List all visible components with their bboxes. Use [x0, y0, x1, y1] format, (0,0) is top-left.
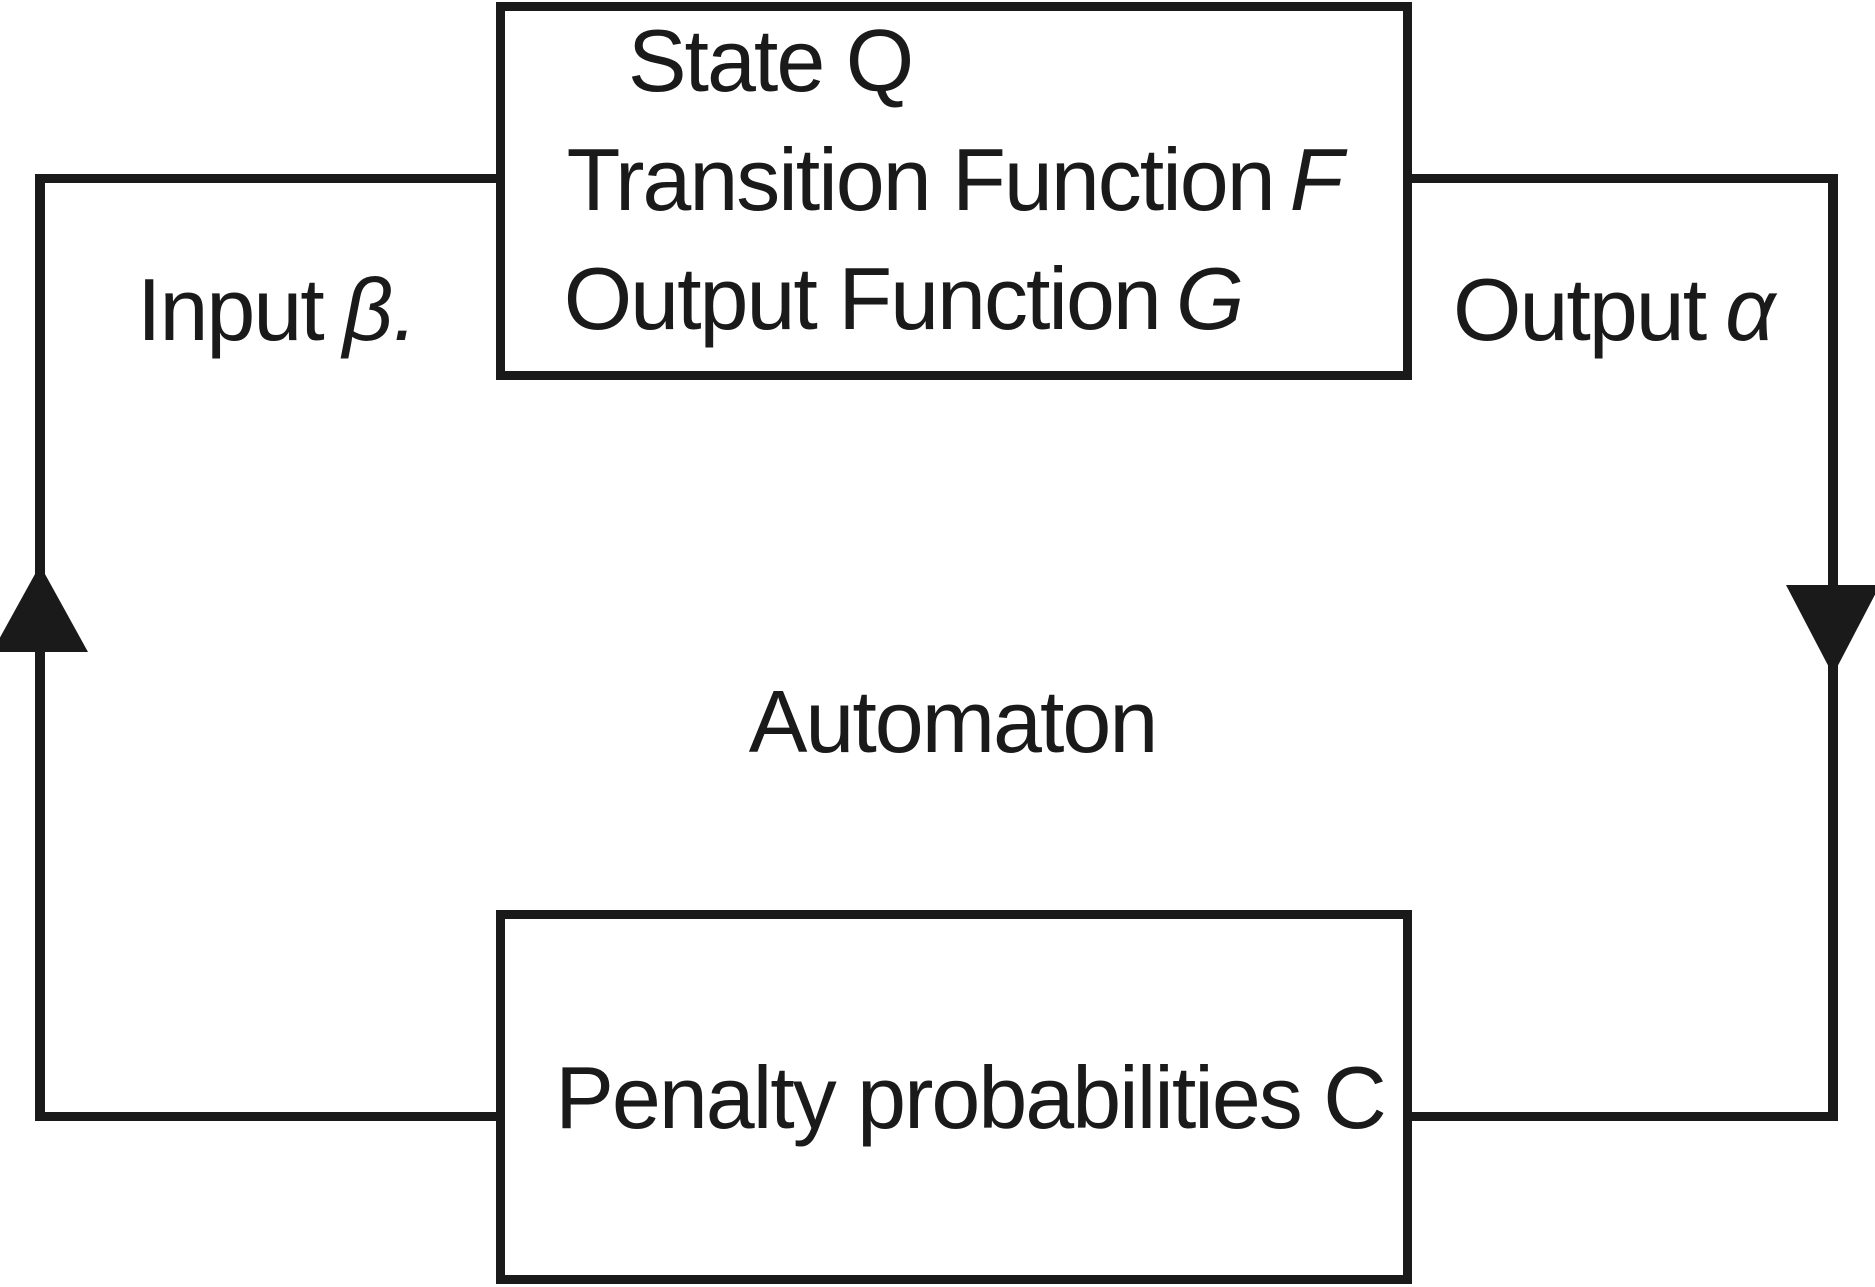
connector-bottom-right: [1412, 1112, 1838, 1121]
penalty-probabilities-label: Penalty probabilities C: [555, 1047, 1387, 1147]
connector-top-left: [36, 174, 496, 183]
output-function-symbol: G: [1175, 249, 1244, 348]
up-arrowhead-icon: [0, 565, 88, 652]
automaton-caption: Automaton: [748, 672, 1159, 771]
transition-function-symbol: F: [1289, 130, 1344, 229]
input-label: Input: [137, 260, 325, 359]
transition-function-label: Transition Function: [566, 130, 1276, 229]
input-symbol-beta: β.: [342, 260, 418, 359]
connector-bottom-left: [36, 1112, 496, 1121]
down-arrowhead-icon: [1786, 585, 1875, 675]
connector-top-right: [1412, 174, 1838, 183]
penalty-probabilities-box: Penalty probabilities C: [496, 910, 1412, 1284]
output-symbol-alpha: α: [1725, 260, 1776, 359]
output-label: Output: [1453, 260, 1707, 359]
output-function-label: Output Function: [563, 249, 1162, 348]
state-line: State Q: [321, 1, 1219, 120]
state-label: State Q: [627, 11, 914, 110]
